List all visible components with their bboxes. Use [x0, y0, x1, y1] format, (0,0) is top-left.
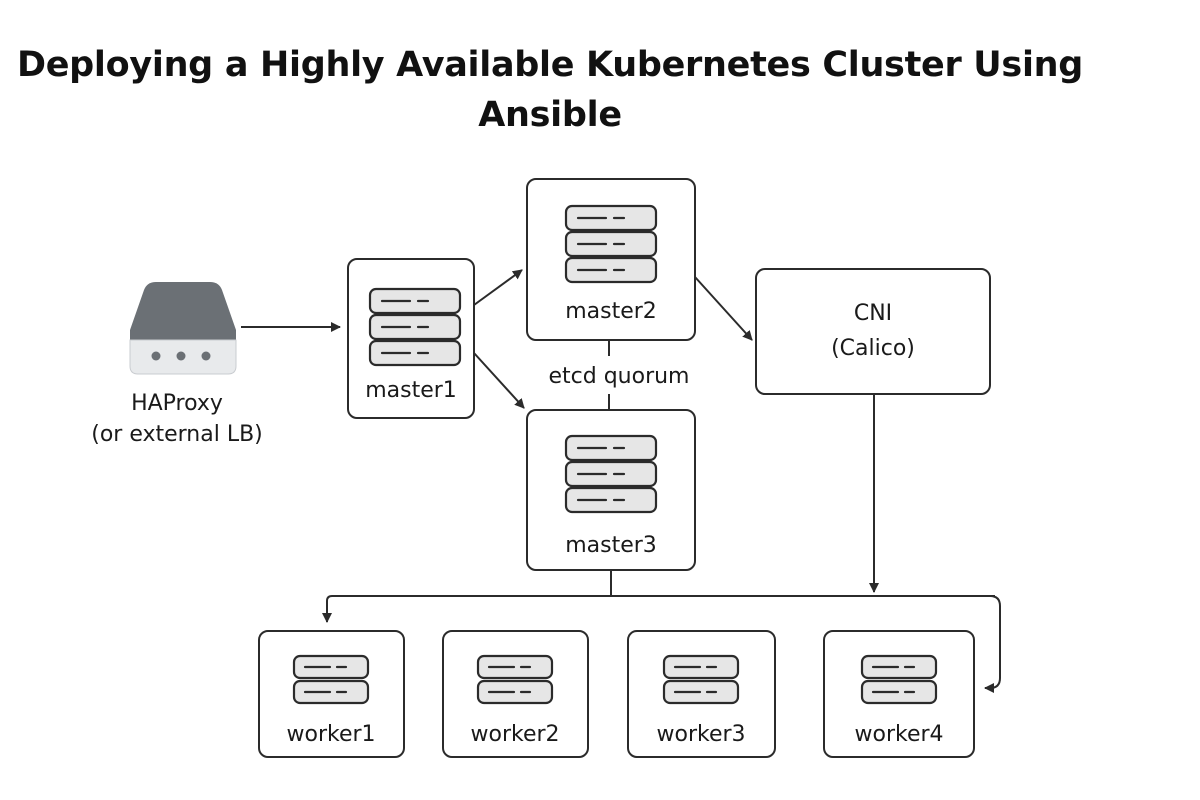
- node-master3: master3: [526, 409, 696, 571]
- page-title: Deploying a Highly Available Kubernetes …: [16, 45, 1084, 135]
- master3-label: master3: [565, 533, 657, 558]
- node-worker2: worker2: [442, 630, 589, 758]
- node-worker3: worker3: [627, 630, 776, 758]
- worker2-label: worker2: [470, 722, 559, 747]
- node-master1: master1: [347, 258, 475, 419]
- edge-master1-to-master3: [473, 352, 525, 409]
- load-balancer-icon: [129, 282, 237, 375]
- master1-label: master1: [365, 378, 457, 403]
- server-icon: [564, 434, 658, 514]
- etcd-quorum-label: etcd quorum: [548, 364, 689, 389]
- node-master2: master2: [526, 178, 696, 341]
- cni-detail: (Calico): [831, 336, 915, 361]
- load-balancer-subtitle: (or external LB): [91, 422, 263, 447]
- server-icon: [368, 287, 462, 367]
- node-worker4: worker4: [823, 630, 975, 758]
- worker3-label: worker3: [656, 722, 745, 747]
- edge-master2-to-cni: [694, 276, 753, 341]
- edge-master1-to-master2: [473, 269, 523, 306]
- server-icon: [564, 204, 658, 284]
- load-balancer-name: HAProxy: [131, 391, 223, 416]
- node-cni: CNI (Calico): [755, 268, 991, 395]
- worker-bus: [322, 570, 1001, 693]
- cni-name: CNI: [854, 301, 892, 326]
- worker4-label: worker4: [854, 722, 943, 747]
- node-worker1: worker1: [258, 630, 405, 758]
- master2-label: master2: [565, 299, 657, 324]
- load-balancer-node: HAProxy (or external LB): [91, 282, 263, 447]
- worker1-label: worker1: [286, 722, 375, 747]
